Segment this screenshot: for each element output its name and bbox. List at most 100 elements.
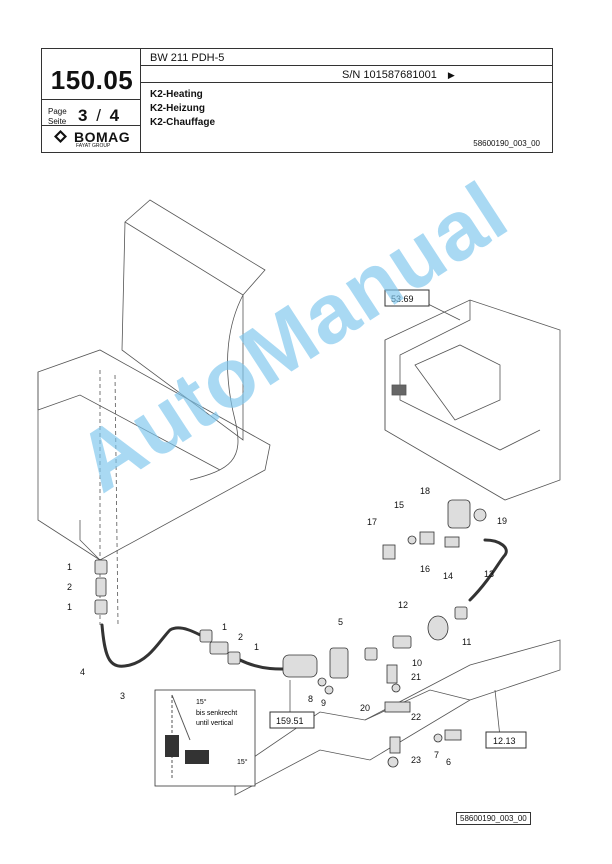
title-fr: K2-Chauffage (150, 117, 216, 128)
washer-part-21 (391, 683, 401, 693)
tank-recess (414, 344, 501, 421)
callout: 15 (394, 500, 404, 510)
group-number: 150.05 (50, 65, 134, 95)
washer-part (317, 677, 327, 687)
footer-doc-reference: 58600190_003_00 (456, 812, 531, 825)
bolt-part-22 (389, 736, 401, 754)
callout: 1 (67, 562, 72, 572)
chassis-rail (234, 639, 561, 796)
ref-leader (494, 689, 501, 738)
title-block-rule (140, 65, 552, 66)
connector-part (209, 641, 229, 655)
fitting-part-15 (419, 531, 435, 545)
brand-name: BOMAG (74, 129, 131, 145)
angle-guide (171, 694, 191, 741)
brand-logo: BOMAG FAYAT GROUP (52, 127, 138, 151)
page-total: 4 (109, 106, 120, 125)
callout: 19 (497, 516, 507, 526)
serial-arrow-icon: ▶ (447, 70, 455, 80)
page-current: 3 (78, 106, 88, 125)
clamp-part (364, 647, 378, 661)
title-block: BW 211 PDH-5 S/N 101587681001 ▶ 150.05 P… (41, 48, 553, 153)
connector-part (95, 577, 107, 597)
frame-panel-side (121, 221, 244, 441)
clamp-part (94, 559, 108, 575)
callout: 10 (412, 658, 422, 668)
detail-note-en: until vertical (196, 720, 233, 727)
callout: 14 (443, 571, 453, 581)
fuel-line-pipe (100, 623, 212, 668)
frame-floor-edge (37, 372, 221, 471)
page-label-de: Seite (48, 117, 67, 126)
callout: 1 (67, 602, 72, 612)
ref-label: 53.69 (391, 294, 414, 304)
ring-part-14 (407, 535, 417, 545)
callout: 17 (367, 517, 377, 527)
detail-angle: 15° (196, 698, 207, 706)
callout: 4 (80, 667, 85, 677)
bolt-part-6 (444, 729, 462, 741)
page-separator: / (96, 106, 101, 125)
title-block-rule (42, 99, 140, 100)
return-hose (468, 538, 508, 602)
clamp-part (454, 606, 468, 620)
callout: 1 (254, 642, 259, 652)
ref-box (485, 731, 527, 749)
callout: 13 (484, 569, 494, 579)
callout: 12 (398, 600, 408, 610)
detail-fitting (185, 750, 209, 764)
tank-label-plate (391, 384, 407, 396)
ref-box (269, 711, 315, 729)
washer-part-7 (433, 733, 443, 743)
serial-text: S/N 101587681001 (342, 69, 437, 81)
exploded-parts-diagram: 15° bis senkrecht until vertical 15° 53.… (37, 199, 561, 796)
frame-panel-top (124, 199, 266, 296)
ref-label: 12.13 (493, 736, 516, 746)
title-de: K2-Heizung (150, 103, 205, 114)
detail-angle-2: 15° (237, 758, 248, 766)
detail-note-de: bis senkrecht (196, 710, 237, 717)
callout: 22 (411, 712, 421, 722)
serial-number: S/N 101587681001 ▶ (342, 69, 455, 81)
doc-reference: 58600190_003_00 (473, 139, 540, 148)
callout: 6 (446, 757, 451, 767)
ref-label: 159.51 (276, 716, 304, 726)
clamp-part-13 (444, 536, 460, 548)
bracket-part-19 (384, 701, 411, 713)
page-label-en: Page (48, 107, 67, 116)
callout: 11 (462, 637, 471, 647)
callout: 18 (420, 486, 430, 496)
model-name: BW 211 PDH-5 (150, 52, 225, 64)
fuel-filter (282, 654, 318, 678)
callout: 20 (360, 703, 370, 713)
clamp-part (94, 599, 108, 615)
callout: 5 (338, 617, 343, 627)
bolt-part-20 (386, 664, 398, 684)
bolt-part-16 (382, 544, 396, 560)
hose-piece (392, 635, 412, 649)
ring-part-18 (473, 508, 487, 522)
title-block-rule (140, 82, 552, 83)
title-block-divider (140, 49, 141, 152)
tank-contour (384, 300, 541, 451)
tank-body (384, 299, 561, 501)
callout: 2 (67, 582, 72, 592)
title-en: K2-Heating (150, 89, 203, 100)
nut-part (324, 685, 334, 695)
callout: 9 (321, 698, 326, 708)
page-titles: K2-Heating K2-Heizung K2-Chauffage (150, 88, 215, 130)
callout: 2 (238, 632, 243, 642)
bracket-part-5 (329, 647, 349, 679)
callout: 1 (222, 622, 227, 632)
ref-box (384, 289, 430, 307)
detail-filter (165, 735, 179, 757)
nut-part-23 (387, 756, 399, 768)
callout: 8 (308, 694, 313, 704)
frame-floor-lip (79, 520, 101, 561)
title-block-rule (42, 125, 140, 126)
brand-mark-icon (54, 130, 67, 143)
callout: 7 (434, 750, 439, 760)
page-label: Page Seite (48, 107, 67, 127)
callout: 23 (411, 755, 421, 765)
frame-curved-edge (189, 294, 244, 481)
